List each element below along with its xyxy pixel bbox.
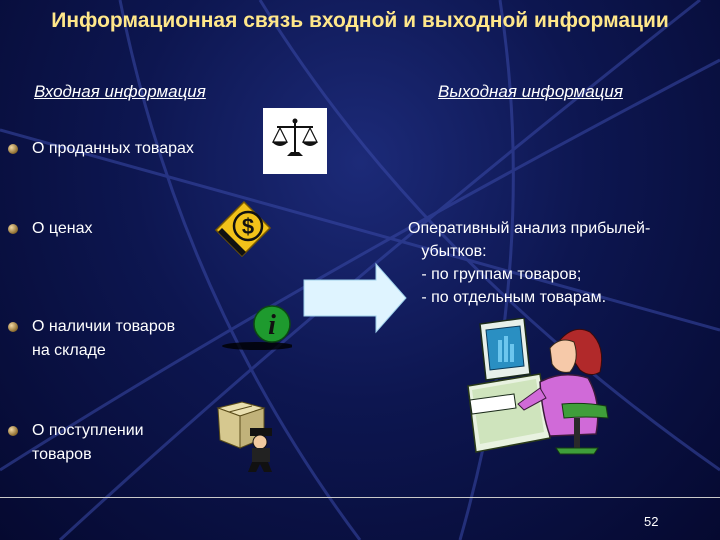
output-analysis-text: Оперативный анализ прибылей- убытков: - … xyxy=(408,217,650,309)
input-item-stock: О наличии товаров на складе xyxy=(32,315,175,363)
input-header: Входная информация xyxy=(34,82,206,102)
input-item-prices: О ценах xyxy=(32,217,93,241)
scales-icon xyxy=(263,108,327,174)
bullet-icon xyxy=(8,144,18,154)
input-item-arrivals: О поступлении товаров xyxy=(32,419,144,467)
page-title: Информационная связь входной и выходной … xyxy=(40,6,680,35)
woman-at-computer-icon xyxy=(466,318,612,460)
worker-with-boxes-icon xyxy=(214,398,280,474)
output-header: Выходная информация xyxy=(438,82,623,102)
bullet-icon xyxy=(8,322,18,332)
dollar-icon: $ xyxy=(212,198,274,260)
footer-divider xyxy=(0,497,720,498)
bullet-icon xyxy=(8,426,18,436)
svg-text:$: $ xyxy=(242,214,254,239)
bullet-icon xyxy=(8,224,18,234)
info-icon: i xyxy=(218,302,292,352)
page-number: 52 xyxy=(644,514,658,529)
arrow-right-icon xyxy=(302,262,410,334)
input-item-sales: О проданных товарах xyxy=(32,137,194,161)
svg-text:i: i xyxy=(268,310,276,341)
